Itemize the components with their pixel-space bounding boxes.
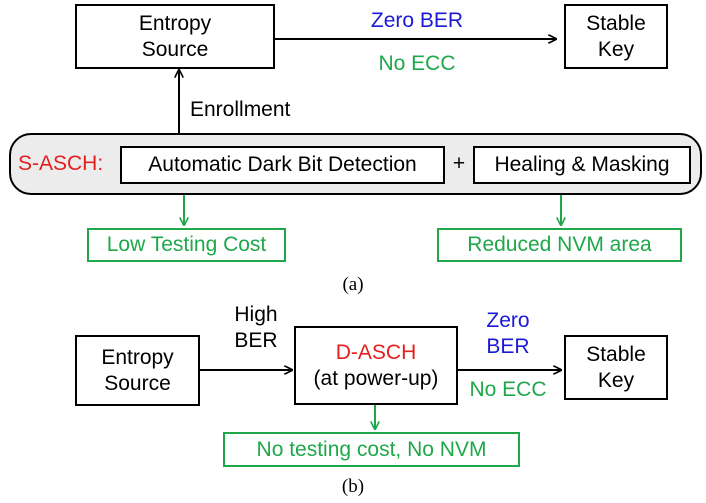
entropy-source-b-line-2: Source: [104, 371, 171, 395]
no-testing-cost-box: No testing cost, No NVM: [223, 432, 520, 467]
high-ber-line-2: BER: [234, 329, 278, 352]
reduced-nvm-area-text: Reduced NVM area: [467, 233, 652, 256]
caption-a: (a): [342, 274, 364, 295]
stable-key-line-1: Stable: [586, 11, 646, 35]
enrollment-label: Enrollment: [190, 98, 291, 121]
dark-bit-detection-box: Automatic Dark Bit Detection: [120, 146, 445, 184]
dark-bit-detection-text: Automatic Dark Bit Detection: [148, 153, 417, 176]
entropy-source-b-line-1: Entropy: [101, 345, 174, 369]
stable-key-line-2: Key: [597, 37, 635, 61]
d-asch-box: D-ASCH (at power-up): [294, 326, 458, 405]
caption-b: (b): [341, 476, 365, 497]
no-testing-cost-text: No testing cost, No NVM: [256, 437, 487, 461]
no-ecc-label-a: No ECC: [378, 52, 456, 75]
zero-ber-b-line-1: Zero: [486, 309, 530, 332]
stable-key-box-a: Stable Key: [564, 4, 668, 69]
entropy-source-line-1: Entropy: [138, 11, 212, 35]
healing-masking-box: Healing & Masking: [473, 146, 691, 184]
zero-ber-b-line-2: BER: [486, 335, 530, 358]
s-asch-label: S-ASCH:: [18, 152, 104, 175]
entropy-source-box-b: Entropy Source: [75, 335, 200, 406]
stable-key-box-b: Stable Key: [564, 335, 668, 400]
reduced-nvm-area-box: Reduced NVM area: [437, 228, 682, 262]
stable-key-b-line-1: Stable: [586, 342, 646, 366]
stable-key-b-line-2: Key: [597, 368, 635, 392]
plus-sign: +: [452, 152, 466, 175]
d-asch-title: D-ASCH: [335, 340, 417, 364]
d-asch-subtitle: (at power-up): [313, 366, 439, 390]
low-testing-cost-text: Low Testing Cost: [106, 233, 267, 256]
zero-ber-label-b: Zero BER: [476, 308, 540, 360]
no-ecc-label-b: No ECC: [469, 378, 547, 401]
zero-ber-label-a: Zero BER: [370, 9, 464, 32]
high-ber-label: High BER: [226, 302, 286, 354]
entropy-source-box-a: Entropy Source: [75, 4, 275, 69]
high-ber-line-1: High: [234, 303, 278, 326]
low-testing-cost-box: Low Testing Cost: [87, 228, 286, 262]
healing-masking-text: Healing & Masking: [494, 153, 670, 176]
entropy-source-line-2: Source: [141, 37, 209, 61]
